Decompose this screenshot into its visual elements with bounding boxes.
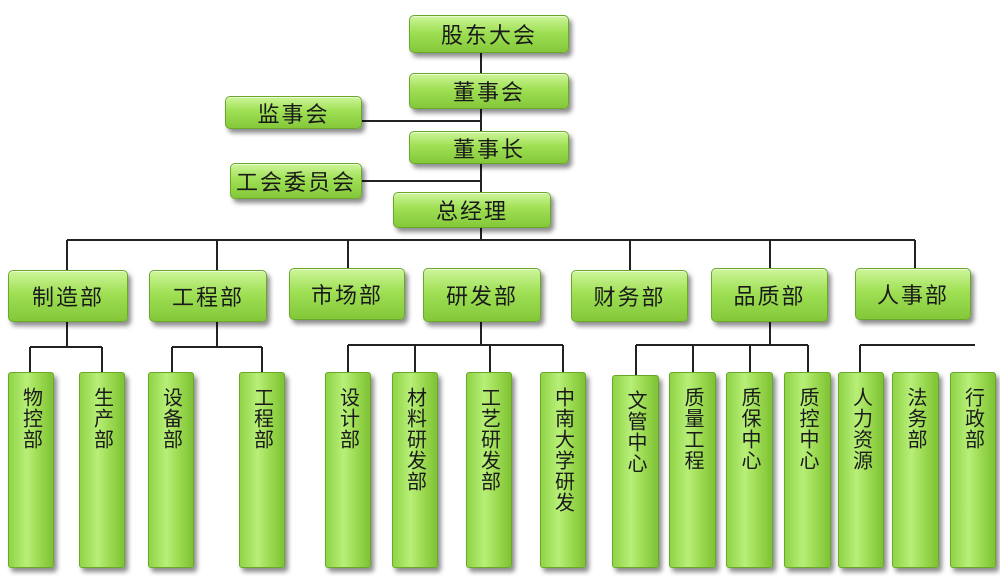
subunit-csu-rnd: 中南大学研发 [540, 372, 586, 568]
chairman-label: 董事长 [452, 137, 525, 163]
dept-hr: 人事部 [855, 268, 971, 320]
dept-marketing: 市场部 [289, 268, 405, 320]
subunit-label: 质量工程 [681, 387, 705, 471]
subunit-label: 质控中心 [796, 387, 820, 471]
board-label: 董事会 [452, 81, 525, 106]
dept-label: 研发部 [445, 285, 518, 310]
subunit-label: 文管中心 [624, 390, 648, 474]
subunit-administration: 行政部 [950, 372, 996, 568]
subunit-equipment: 设备部 [148, 372, 194, 568]
subunit-materials-rnd: 材料研发部 [392, 372, 438, 568]
subunit-quality-control: 质控中心 [784, 372, 831, 568]
dept-finance: 财务部 [571, 270, 688, 322]
subunit-human-resources: 人力资源 [838, 372, 884, 568]
chairman-box: 董事长 [409, 131, 569, 164]
board-box: 董事会 [409, 73, 569, 109]
dept-label: 市场部 [310, 284, 383, 309]
subunit-document-center: 文管中心 [612, 375, 659, 568]
dept-quality: 品质部 [711, 268, 828, 322]
subunit-label: 法务部 [904, 387, 928, 450]
subunit-material-control: 物控部 [8, 372, 54, 568]
subunit-label: 人力资源 [849, 387, 874, 471]
general-manager-box: 总经理 [393, 192, 551, 228]
subunit-engineering: 工程部 [239, 372, 285, 568]
dept-engineering: 工程部 [149, 270, 267, 322]
dept-label: 制造部 [31, 286, 104, 311]
subunit-legal: 法务部 [892, 372, 939, 568]
supervisors-box: 监事会 [225, 96, 362, 129]
dept-label: 财务部 [593, 286, 666, 311]
subunit-label: 中南大学研发 [551, 387, 576, 513]
subunit-quality-assurance: 质保中心 [726, 372, 773, 568]
subunit-production: 生产部 [79, 372, 125, 568]
union-box: 工会委员会 [230, 163, 362, 199]
general-manager-label: 总经理 [435, 200, 508, 225]
subunit-label: 生产部 [90, 387, 115, 450]
subunit-process-rnd: 工艺研发部 [466, 372, 512, 568]
subunit-label: 设计部 [336, 387, 361, 450]
subunit-label: 工程部 [250, 387, 275, 450]
subunit-label: 材料研发部 [403, 387, 428, 492]
subunit-design: 设计部 [325, 372, 371, 568]
dept-manufacturing: 制造部 [8, 270, 128, 322]
subunit-label: 设备部 [159, 387, 184, 450]
dept-label: 品质部 [733, 285, 806, 310]
subunit-label: 行政部 [961, 387, 986, 450]
subunit-label: 工艺研发部 [477, 387, 502, 492]
subunit-label: 物控部 [19, 387, 44, 450]
dept-label: 人事部 [876, 284, 949, 309]
subunit-quality-engineering: 质量工程 [669, 372, 716, 568]
dept-rnd: 研发部 [423, 268, 541, 322]
subunit-label: 质保中心 [738, 387, 762, 471]
shareholders-label: 股东大会 [440, 24, 537, 49]
supervisors-label: 监事会 [257, 102, 330, 128]
dept-label: 工程部 [171, 286, 244, 311]
shareholders-box: 股东大会 [409, 15, 569, 53]
union-label: 工会委员会 [235, 171, 356, 196]
